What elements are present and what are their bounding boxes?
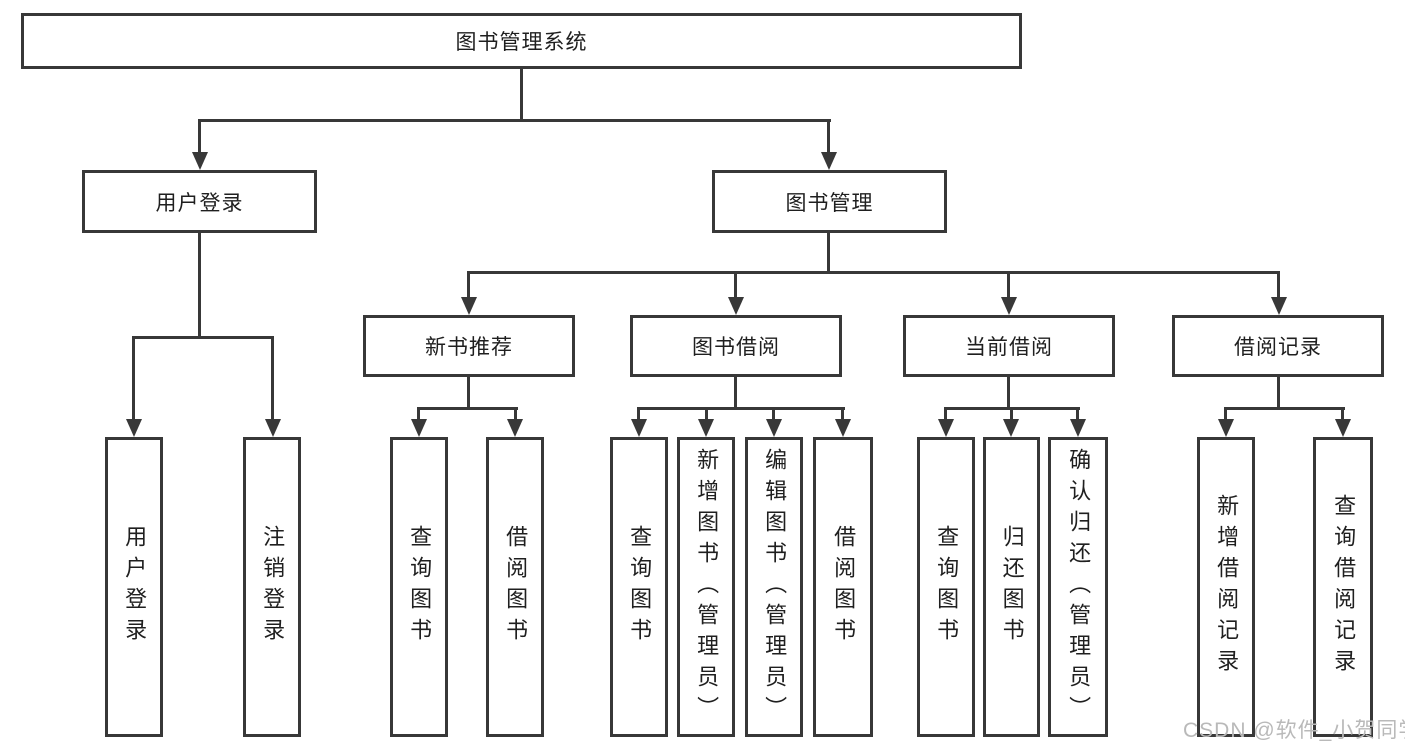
leaf-borrowing-add-books-admin: 新增图书（管理员） [677,437,735,737]
leaf-current-query-books: 查询图书 [917,437,975,737]
arrow-down-icon [938,419,954,437]
node-label: 注销登录 [260,525,286,649]
connector-line [827,119,830,153]
node-label: 查询图书 [407,525,433,649]
node-borrowing-records: 借阅记录 [1172,315,1384,377]
arrow-down-icon [821,152,837,170]
connector-line [1277,271,1280,299]
node-label: 图书管理系统 [455,31,588,54]
leaf-logout: 注销登录 [243,437,301,737]
connector-line [132,336,135,421]
node-label: 用户登录 [122,525,148,649]
connector-line [1277,377,1280,410]
arrow-down-icon [265,419,281,437]
connector-line [198,119,201,153]
connector-line [637,407,640,421]
connector-line [467,271,470,299]
connector-line [1224,407,1345,410]
node-label: 借阅图书 [503,525,529,649]
node-label: 查询图书 [934,525,960,649]
node-new-book-recommend: 新书推荐 [363,315,575,377]
arrow-down-icon [507,419,523,437]
leaf-borrowing-edit-books-admin: 编辑图书（管理员） [745,437,803,737]
connector-line [271,336,274,421]
node-label: 当前借阅 [965,336,1053,359]
arrow-down-icon [766,419,782,437]
arrow-down-icon [1003,419,1019,437]
arrow-down-icon [1001,297,1017,315]
arrow-down-icon [1271,297,1287,315]
arrow-down-icon [1335,419,1351,437]
connector-line [841,407,844,421]
node-label: 借阅记录 [1234,336,1322,359]
connector-line [772,407,775,421]
connector-line [1076,407,1079,421]
node-label: 归还图书 [999,525,1025,649]
csdn-watermark: CSDN @软件_小贺同学 [1183,719,1405,742]
node-label: 图书借阅 [692,336,780,359]
leaf-borrowing-query-books: 查询图书 [610,437,668,737]
node-current-borrowing: 当前借阅 [903,315,1115,377]
arrow-down-icon [728,297,744,315]
connector-line [1007,377,1010,410]
node-label: 编辑图书（管理员） [762,447,788,727]
node-label: 新增借阅记录 [1214,494,1240,680]
leaf-recommend-query-books: 查询图书 [390,437,448,737]
arrow-down-icon [835,419,851,437]
connector-line [734,271,737,299]
node-label: 图书管理 [785,191,874,215]
arrow-down-icon [631,419,647,437]
node-label: 查询图书 [627,525,653,649]
node-label: 借阅图书 [831,525,857,649]
connector-line [417,407,420,421]
connector-line [198,233,201,339]
node-book-borrowing: 图书借阅 [630,315,842,377]
connector-line [944,407,947,421]
connector-line [1224,407,1227,421]
leaf-current-confirm-return-admin: 确认归还（管理员） [1048,437,1108,737]
arrow-down-icon [1218,419,1234,437]
arrow-down-icon [698,419,714,437]
connector-line [827,233,830,274]
node-label: 新书推荐 [425,336,513,359]
node-book-management-group: 图书管理 [712,170,947,233]
leaf-recommend-borrow-books: 借阅图书 [486,437,544,737]
node-label: 查询借阅记录 [1331,494,1357,680]
connector-line [705,407,708,421]
leaf-current-return-books: 归还图书 [983,437,1040,737]
connector-line [198,119,831,122]
connector-line [520,69,523,122]
arrow-down-icon [461,297,477,315]
connector-line [467,377,470,410]
arrow-down-icon [411,419,427,437]
leaf-records-query-record: 查询借阅记录 [1313,437,1373,737]
node-label: 确认归还（管理员） [1066,447,1092,727]
connector-line [132,336,274,339]
leaf-user-login: 用户登录 [105,437,163,737]
node-library-management-system: 图书管理系统 [21,13,1022,69]
connector-line [637,407,845,410]
connector-line [1010,407,1013,421]
connector-line [734,377,737,410]
leaf-records-add-record: 新增借阅记录 [1197,437,1255,737]
connector-line [1007,271,1010,299]
connector-line [514,407,517,421]
arrow-down-icon [126,419,142,437]
arrow-down-icon [192,152,208,170]
connector-line [1341,407,1344,421]
connector-line [467,271,1280,274]
node-label: 用户登录 [155,191,244,215]
node-label: 新增图书（管理员） [694,447,720,727]
arrow-down-icon [1070,419,1086,437]
node-user-login-group: 用户登录 [82,170,317,233]
leaf-borrowing-borrow-books: 借阅图书 [813,437,873,737]
connector-line [417,407,518,410]
